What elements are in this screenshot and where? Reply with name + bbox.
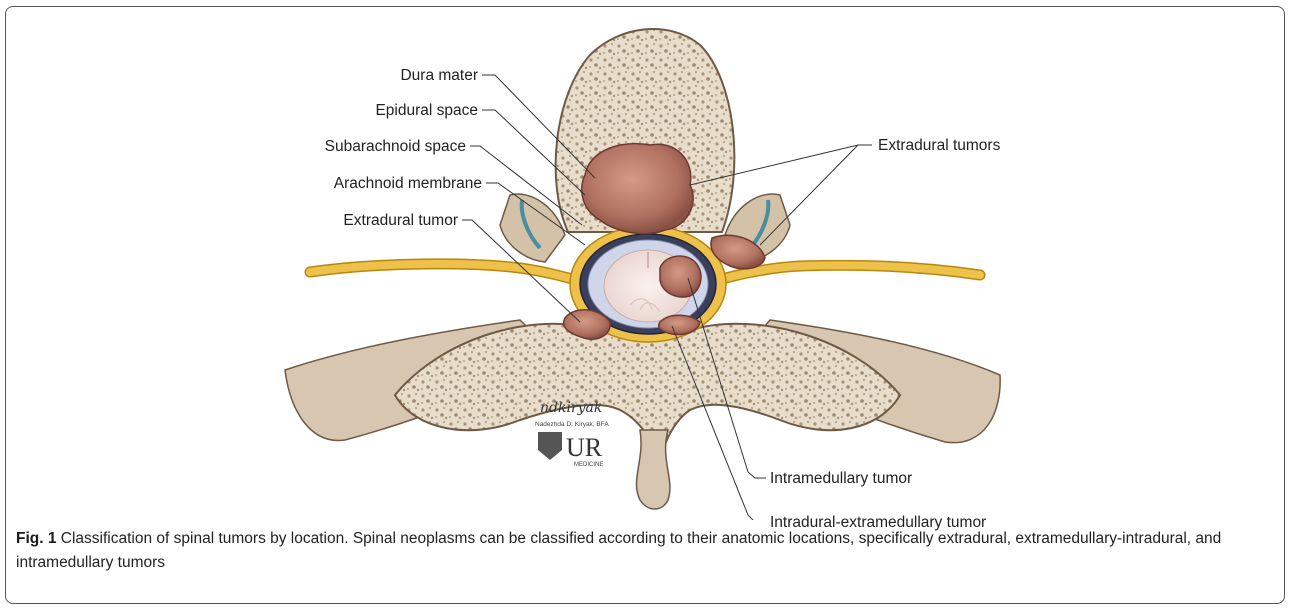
label-subarachnoid-space: Subarachnoid space [325, 138, 466, 155]
label-epidural-space: Epidural space [375, 102, 478, 119]
spinal-tumor-diagram: Dura mater Epidural space Subarachnoid s… [0, 0, 1290, 520]
logo-letters: UR [566, 433, 603, 462]
figure-caption: Fig. 1 Classification of spinal tumors b… [16, 527, 1278, 575]
label-dura-mater: Dura mater [400, 67, 478, 84]
label-extradural-tumors: Extradural tumors [878, 137, 1001, 154]
label-arachnoid-membrane: Arachnoid membrane [334, 175, 482, 192]
artist-credit: Nadezhda D. Kiryak, BFA [535, 421, 609, 428]
spinous-process [636, 430, 669, 509]
artist-signature: ndkiryak Nadezhda D. Kiryak, BFA [535, 400, 609, 428]
label-intramedullary-tumor: Intramedullary tumor [770, 470, 912, 487]
caption-text: Classification of spinal tumors by locat… [16, 530, 1221, 571]
label-extradural-tumor: Extradural tumor [343, 212, 458, 229]
nerve-root-left [310, 264, 595, 285]
shield-icon [538, 432, 562, 460]
signature-text: ndkiryak [540, 400, 602, 416]
logo-subtext: MEDICINE [574, 462, 603, 468]
caption-fig-label: Fig. 1 [16, 530, 56, 547]
ur-medicine-logo: UR MEDICINE [538, 432, 603, 468]
intramedullary-tumor [660, 256, 701, 297]
